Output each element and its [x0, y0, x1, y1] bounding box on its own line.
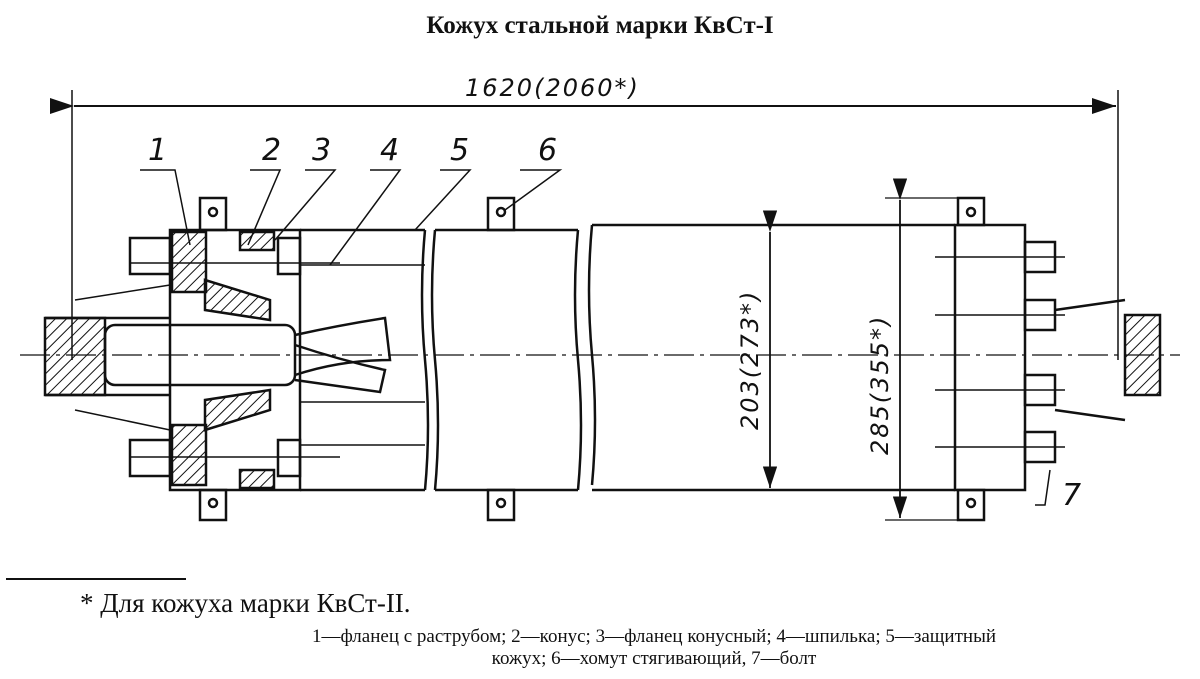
left-flange-assembly: [128, 228, 340, 492]
tightening-clamps: [198, 196, 986, 522]
right-flange-assembly: [935, 223, 1162, 492]
part-label-7: 7: [1062, 478, 1081, 513]
parts-legend: 1—фланец с раструбом; 2—конус; 3—фланец …: [114, 626, 1194, 670]
part-leaders: [140, 169, 1051, 506]
diameter-dimension: 203(273*): [736, 210, 778, 488]
part-label-5: 5: [450, 133, 469, 168]
part-label-1: 1: [148, 133, 167, 168]
part-label-3: 3: [312, 133, 331, 168]
footnote: * Для кожуха марки КвСт-II.: [80, 588, 411, 618]
casing-drawing: 1620(2060*): [20, 74, 1180, 522]
legend-line-1: 1—фланец с раструбом; 2—конус; 3—фланец …: [311, 626, 997, 647]
protective-casing: [300, 223, 955, 492]
diameter-text: 203(273*): [736, 290, 764, 430]
overall-length-dimension: 1620(2060*): [50, 74, 1119, 360]
footnote-rule: [6, 578, 186, 580]
legend-line-2: кожух; 6—хомут стягивающий, 7—болт: [491, 648, 817, 669]
part-label-2: 2: [262, 133, 281, 168]
part-label-6: 6: [538, 133, 557, 168]
part-label-4: 4: [380, 133, 399, 168]
flange-size-text: 285(355*): [866, 315, 894, 455]
overall-length-text: 1620(2060*): [465, 74, 640, 102]
drawing-title: Кожух стальной марки КвСт-I: [426, 12, 774, 39]
left-cable: [43, 284, 392, 431]
flange-dimension: 285(355*): [866, 178, 960, 521]
